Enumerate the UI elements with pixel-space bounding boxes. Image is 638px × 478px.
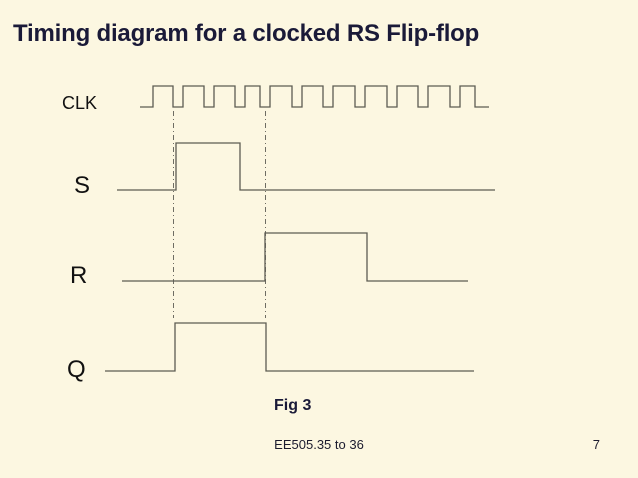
page-number: 7 [592, 437, 600, 452]
waveform-r [122, 232, 468, 282]
figure-caption: Fig 3 [274, 397, 312, 414]
footer-course-code: EE505.35 to 36 [274, 437, 364, 452]
signal-label-q: Q [67, 356, 86, 383]
signal-label-s: S [74, 172, 90, 199]
slide-title: Timing diagram for a clocked RS Flip-flo… [13, 20, 480, 47]
waveform-clk [140, 85, 489, 108]
waveform-s [117, 142, 495, 191]
waveform-q [105, 322, 474, 372]
signal-label-r: R [70, 262, 87, 289]
signal-label-clk: CLK [62, 93, 97, 113]
